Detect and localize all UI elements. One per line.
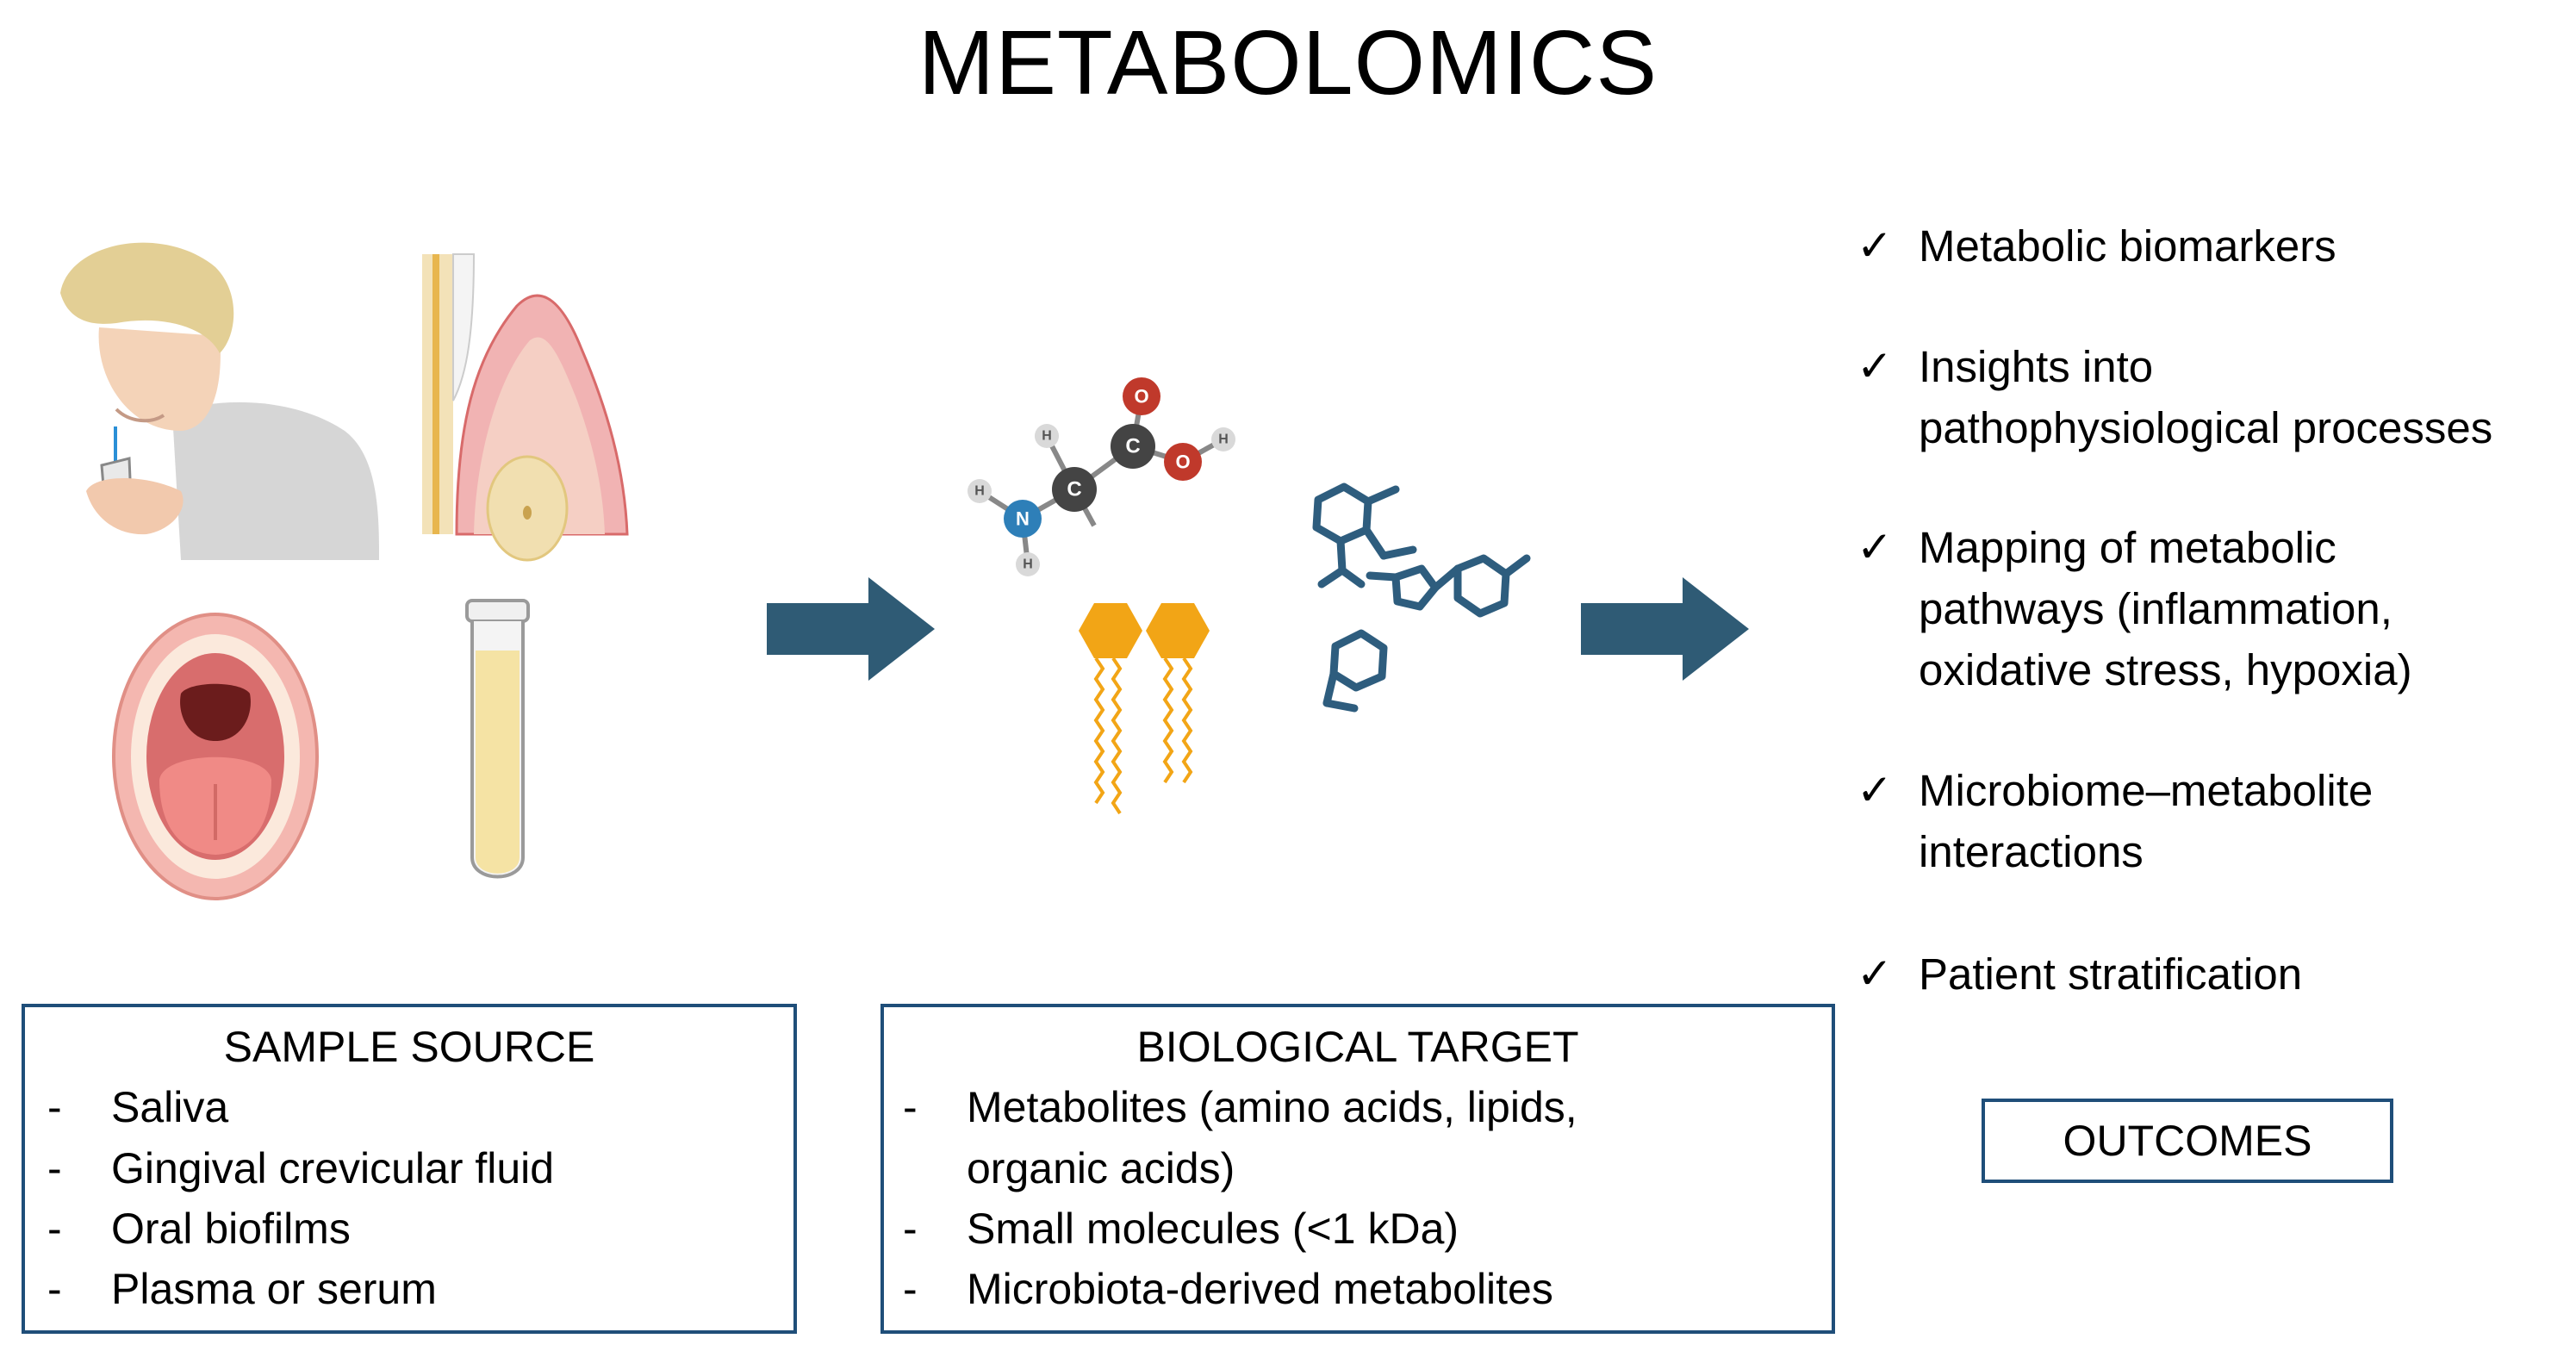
atom-o-2: O [1175, 451, 1190, 473]
sample-source-item: Gingival crevicular fluid [111, 1144, 555, 1192]
flow-arrow-icon [767, 577, 935, 681]
outcome-item-line: Mapping of metabolic [1919, 523, 2336, 572]
outcomes-heading: OUTCOMES [2063, 1117, 2312, 1165]
atom-c-1: C [1067, 478, 1081, 501]
atom-h-3: H [1042, 429, 1052, 444]
diagram-title: METABOLOMICS [918, 12, 1658, 114]
flow-arrow-icon [1581, 577, 1749, 681]
atom-o-1: O [1134, 386, 1148, 408]
sample-source-heading: SAMPLE SOURCE [223, 1023, 595, 1071]
outcome-item-line: pathways (inflammation, [1919, 584, 2392, 633]
atom-c-2: C [1125, 435, 1140, 458]
atom-n: N [1016, 508, 1030, 530]
open-mouth-illustration [112, 613, 319, 900]
biological-target-box: BIOLOGICAL TARGET -Metabolites (amino ac… [880, 1004, 1835, 1334]
outcomes-checklist: ✓ Metabolic biomarkers ✓ Insights into p… [1857, 215, 2563, 1008]
sample-source-item: Saliva [111, 1083, 229, 1131]
atom-h-2: H [1023, 557, 1033, 572]
outcome-item-line: pathophysiological processes [1919, 403, 2493, 452]
biological-target-item-line: Small molecules (<1 kDa) [967, 1205, 1459, 1253]
person-collecting-saliva-illustration [60, 242, 379, 560]
outcome-item-line: Microbiome–metabolite [1919, 766, 2374, 815]
outcome-item-line: Insights into [1919, 342, 2154, 391]
outcome-item-line: Patient stratification [1919, 949, 2303, 999]
sample-source-item: Oral biofilms [111, 1205, 351, 1253]
outcome-item-line: interactions [1919, 827, 2144, 876]
biological-target-item-line: organic acids) [967, 1144, 1235, 1192]
biological-target-item-line: Metabolites (amino acids, lipids, [967, 1083, 1577, 1131]
check-icon: ✓ [1857, 221, 1893, 270]
sample-source-item: Plasma or serum [111, 1265, 437, 1313]
biological-target-heading: BIOLOGICAL TARGET [1136, 1023, 1579, 1071]
sample-source-box: SAMPLE SOURCE -Saliva -Gingival crevicul… [22, 1004, 797, 1334]
atom-h-4: H [1218, 433, 1229, 447]
small-molecule-structures-illustration [1312, 482, 1531, 713]
amino-acid-molecule-illustration: H H H H N C C O O [968, 377, 1235, 576]
check-icon: ✓ [1857, 342, 1893, 390]
biological-target-item-line: Microbiota-derived metabolites [967, 1265, 1553, 1313]
outcome-item-line: oxidative stress, hypoxia) [1919, 645, 2412, 694]
outcome-item-line: Metabolic biomarkers [1919, 221, 2336, 271]
plasma-tube-illustration [465, 599, 530, 879]
check-icon: ✓ [1857, 949, 1893, 998]
outcomes-box: OUTCOMES [1982, 1099, 2393, 1183]
phospholipid-illustration [1079, 603, 1210, 815]
check-icon: ✓ [1857, 766, 1893, 814]
check-icon: ✓ [1857, 523, 1893, 571]
gingival-crevice-illustration [422, 253, 629, 562]
atom-h-1: H [974, 484, 985, 499]
